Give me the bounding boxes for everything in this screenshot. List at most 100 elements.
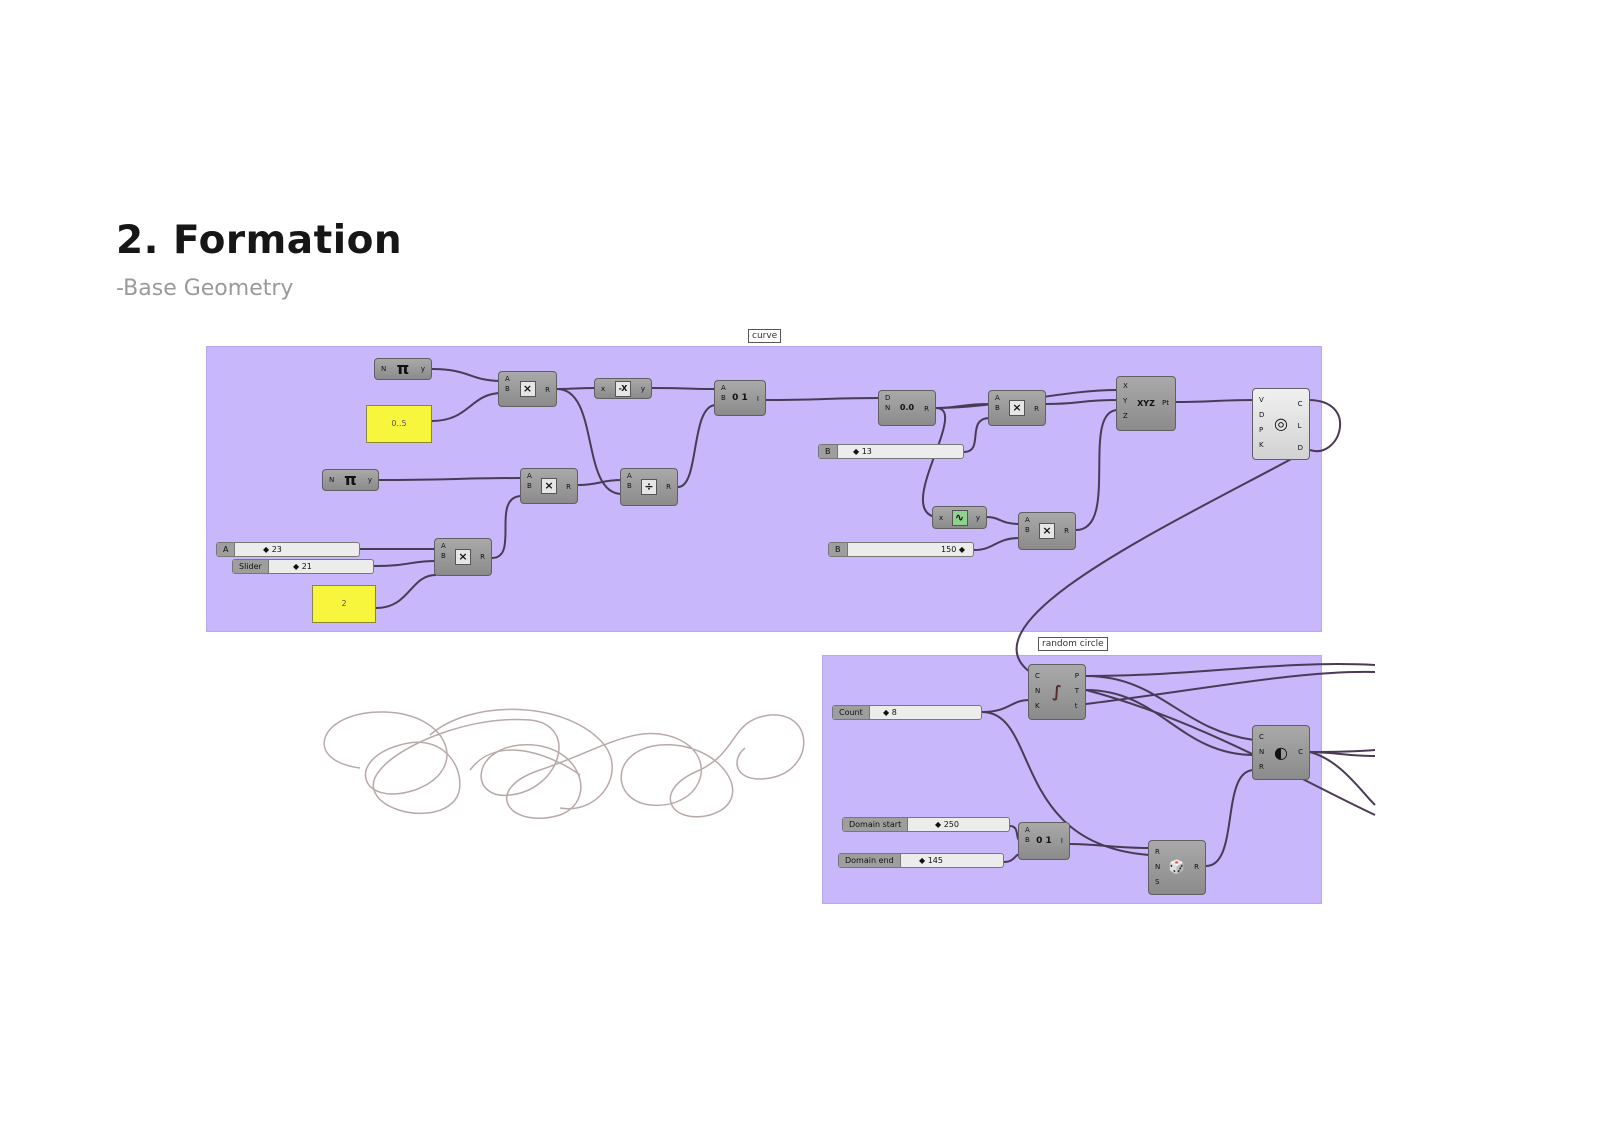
series-icon: 0.0 bbox=[899, 403, 915, 412]
wire bbox=[1085, 663, 1376, 677]
input-ports: N bbox=[381, 365, 387, 373]
construct-point-component[interactable]: X Y Z XYZ Pt bbox=[1116, 376, 1176, 431]
slider-a[interactable]: A ◆ 23 bbox=[216, 542, 360, 557]
output-ports: y bbox=[640, 385, 645, 393]
input-ports: R N S bbox=[1155, 848, 1161, 886]
page-title: 2. Formation bbox=[116, 218, 403, 263]
wire bbox=[1045, 399, 1119, 405]
input-ports: A B bbox=[627, 472, 632, 490]
panel-2[interactable]: 2 bbox=[312, 585, 376, 623]
multiplication-component-3[interactable]: A B × R bbox=[434, 538, 492, 576]
wire bbox=[1085, 675, 1255, 741]
wire bbox=[1015, 449, 1309, 673]
multiply-icon: × bbox=[519, 381, 536, 397]
wire bbox=[1309, 751, 1376, 806]
wire bbox=[973, 537, 1021, 551]
input-ports: A B bbox=[1025, 516, 1030, 534]
multiply-icon: × bbox=[1039, 523, 1055, 539]
slider-count[interactable]: Count ◆ 8 bbox=[832, 705, 982, 720]
curve-icon: ◎ bbox=[1274, 414, 1288, 433]
preview-curve-2 bbox=[429, 708, 613, 810]
slider-name: B bbox=[829, 543, 848, 556]
input-ports: A B bbox=[505, 375, 510, 393]
slider-name: B bbox=[819, 445, 838, 458]
input-ports: A B bbox=[527, 472, 532, 490]
slider-value: ◆ 250 bbox=[935, 820, 959, 829]
slider-b-13[interactable]: B ◆ 13 bbox=[818, 444, 964, 459]
point-icon: XYZ bbox=[1137, 398, 1155, 408]
sine-component[interactable]: x ∿ y bbox=[932, 506, 987, 529]
wire bbox=[1175, 399, 1255, 403]
domain-icon: 0 1 bbox=[732, 393, 748, 403]
slider-domain-start[interactable]: Domain start ◆ 250 bbox=[842, 817, 1010, 832]
domain-icon: 0 1 bbox=[1036, 836, 1052, 846]
slider-slider[interactable]: Slider ◆ 21 bbox=[232, 559, 374, 574]
wire bbox=[922, 407, 947, 518]
slider-domain-end[interactable]: Domain end ◆ 145 bbox=[838, 853, 1004, 868]
output-ports: R bbox=[1034, 405, 1039, 413]
panel-0-5[interactable]: 0..5 bbox=[366, 405, 432, 443]
sine-icon: ∿ bbox=[951, 509, 968, 526]
wire bbox=[1205, 769, 1255, 867]
output-ports: y bbox=[420, 365, 425, 373]
division-component[interactable]: A B ÷ R bbox=[620, 468, 678, 506]
construct-domain-component-1[interactable]: A B 0 1 I bbox=[714, 380, 766, 416]
output-ports: R bbox=[1064, 527, 1069, 535]
pi-icon: π bbox=[396, 359, 410, 378]
multiplication-component-4[interactable]: A B × R bbox=[988, 390, 1046, 426]
wire bbox=[963, 417, 991, 453]
multiply-icon: × bbox=[541, 478, 557, 494]
output-ports: R bbox=[480, 553, 485, 561]
multiplication-component-5[interactable]: A B × R bbox=[1018, 512, 1076, 550]
slider-b-150[interactable]: B 150 ◆ bbox=[828, 542, 974, 557]
wire bbox=[577, 479, 623, 486]
wire bbox=[1085, 670, 1376, 705]
wire bbox=[1069, 843, 1151, 849]
divide-curve-component[interactable]: C N K ∫ P T t bbox=[1028, 664, 1086, 720]
input-ports: N bbox=[329, 476, 335, 484]
multiplication-component-2[interactable]: A B × R bbox=[520, 468, 578, 504]
construct-domain-component-2[interactable]: A B 0 1 I bbox=[1018, 822, 1070, 860]
input-ports: x bbox=[939, 514, 944, 522]
pi-icon: π bbox=[344, 470, 357, 489]
output-ports: C bbox=[1298, 748, 1303, 756]
output-ports: y bbox=[975, 514, 980, 522]
wire bbox=[981, 699, 1031, 713]
wire bbox=[986, 516, 1021, 525]
wire bbox=[651, 387, 717, 390]
slider-name: Slider bbox=[233, 560, 269, 573]
slider-value: ◆ 145 bbox=[919, 856, 943, 865]
wire bbox=[765, 397, 881, 401]
slider-name: Domain start bbox=[843, 818, 909, 831]
circle-component[interactable]: C N R ◐ C bbox=[1252, 725, 1310, 780]
negative-icon: -X bbox=[615, 380, 631, 397]
wire bbox=[1085, 689, 1255, 756]
input-ports: V D P K bbox=[1259, 396, 1265, 449]
wire bbox=[431, 368, 503, 382]
wire bbox=[1307, 399, 1342, 453]
interpolate-curve-component[interactable]: V D P K ◎ C L D bbox=[1252, 388, 1310, 460]
multiply-icon: × bbox=[455, 549, 471, 565]
pi-component-mid[interactable]: N π y bbox=[322, 469, 379, 491]
random-component[interactable]: R N S 🎲 R bbox=[1148, 840, 1206, 895]
slider-name: Domain end bbox=[839, 854, 901, 867]
output-ports: y bbox=[367, 476, 372, 484]
output-ports: C L D bbox=[1297, 400, 1303, 452]
group-label-random-circle: random circle bbox=[1038, 637, 1108, 651]
output-ports: P T t bbox=[1074, 672, 1079, 710]
pi-component-top[interactable]: N π y bbox=[374, 358, 432, 380]
series-component[interactable]: D N 0.0 R bbox=[878, 390, 936, 426]
divide-icon: ÷ bbox=[641, 479, 657, 495]
multiplication-component-1[interactable]: A B × R bbox=[498, 371, 557, 407]
wire bbox=[677, 404, 717, 488]
output-ports: Pt bbox=[1162, 399, 1169, 407]
output-ports: R bbox=[545, 386, 550, 394]
input-ports: D N bbox=[885, 394, 891, 412]
output-ports: I bbox=[1060, 837, 1063, 845]
input-ports: A B bbox=[995, 394, 1000, 412]
negative-component[interactable]: x -X y bbox=[594, 378, 652, 399]
wire bbox=[375, 574, 437, 609]
slider-value: ◆ 21 bbox=[293, 562, 312, 571]
